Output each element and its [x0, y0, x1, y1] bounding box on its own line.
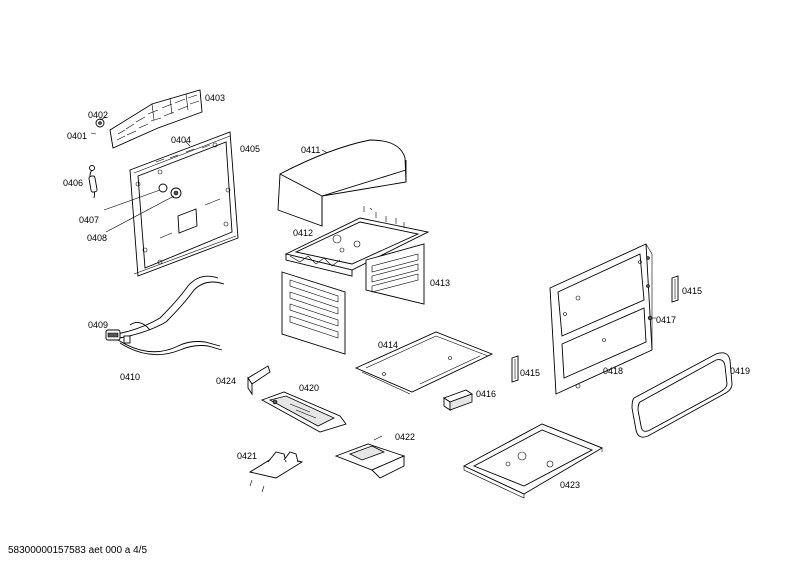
part-0420-shroud [260, 391, 347, 433]
label-0416: 0416 [476, 389, 497, 399]
part-0419-door-seal [631, 352, 733, 438]
part-0416-block [443, 389, 473, 411]
part-0413-side-racks [281, 243, 425, 355]
part-0422-bracket [334, 435, 406, 479]
label-0417: 0417 [656, 315, 677, 325]
label-0424: 0424 [216, 376, 237, 386]
label-0414: 0414 [378, 340, 399, 350]
part-0423-tray [462, 423, 604, 499]
label-0402: 0402 [88, 110, 109, 120]
part-0405-back-panel [129, 131, 239, 277]
label-0409: 0409 [88, 320, 109, 330]
label-0412: 0412 [293, 228, 314, 238]
part-0412-cavity-top [284, 206, 430, 277]
label-0410: 0410 [120, 372, 141, 382]
label-0401: 0401 [67, 131, 88, 141]
part-0421-bracket [248, 451, 304, 493]
part-0424-bracket [247, 365, 271, 396]
label-0421: 0421 [237, 451, 258, 461]
part-0403-heater-plate [109, 89, 203, 149]
part-0411-top-insulation [277, 139, 407, 227]
label-0407: 0407 [79, 215, 100, 225]
label-0411: 0411 [301, 145, 321, 155]
part-0415-strips [511, 275, 679, 383]
label-0422: 0422 [395, 432, 416, 442]
part-0409-wiring-harness [105, 275, 225, 356]
label-0420: 0420 [299, 383, 320, 393]
part-0406-sensor [88, 165, 98, 199]
part-0402-switch [90, 118, 105, 135]
label-0415-lower: 0415 [520, 368, 541, 378]
label-0406: 0406 [63, 178, 84, 188]
label-0403: 0403 [205, 93, 226, 103]
label-0405: 0405 [240, 144, 261, 154]
label-0418: 0418 [603, 366, 624, 376]
footer-document-code: 58300000157583 aet 000 a 4/5 [8, 545, 148, 556]
label-0413: 0413 [430, 278, 451, 288]
part-0418-front-frame [549, 243, 653, 395]
part-0417-screws [646, 256, 656, 321]
label-0419: 0419 [730, 366, 751, 376]
label-0423: 0423 [560, 480, 581, 490]
label-0408: 0408 [87, 233, 108, 243]
part-0414-bottom-plate [354, 331, 494, 395]
label-0415-upper: 0415 [682, 286, 703, 296]
label-0404: 0404 [171, 135, 192, 145]
